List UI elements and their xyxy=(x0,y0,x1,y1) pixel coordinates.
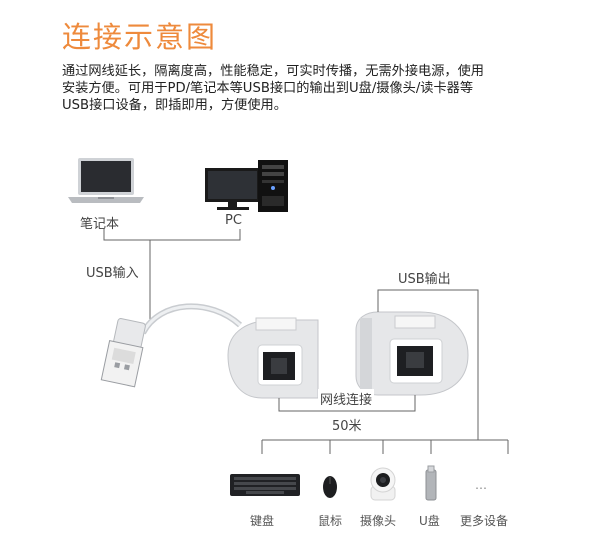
description-line: 安装方便。可用于PD/笔记本等USB接口的输出到U盘/摄像头/读卡器等 xyxy=(62,81,474,96)
distance-label: 50米 xyxy=(332,419,362,434)
transmitter-extender-icon xyxy=(227,317,319,399)
mouse-label: 鼠标 xyxy=(318,514,343,528)
description-line: 通过网线延长，隔离度高，性能稳定，可实时传播，无需外接电源，使用 xyxy=(62,64,484,79)
pc-label: PC xyxy=(225,213,242,228)
cable-bracket-lines xyxy=(278,395,416,412)
keyboard-icon xyxy=(230,474,300,496)
laptop-icon xyxy=(68,158,144,203)
host-connector-lines xyxy=(103,229,241,320)
pc-icon xyxy=(205,160,288,212)
more-devices-label: 更多设备 xyxy=(460,514,509,528)
more-devices-dots: … xyxy=(475,478,487,492)
description-line: USB接口设备，即插即用，方便使用。 xyxy=(62,98,287,113)
laptop-label: 笔记本 xyxy=(80,217,120,232)
usb-out-label: USB输出 xyxy=(398,272,451,287)
udisk-label: U盘 xyxy=(419,514,440,528)
mouse-icon xyxy=(323,476,337,498)
description: 通过网线延长，隔离度高，性能稳定，可实时传播，无需外接电源，使用 安装方便。可用… xyxy=(62,63,562,114)
camera-label: 摄像头 xyxy=(360,514,397,528)
usb-out-bracket-lines xyxy=(261,289,509,454)
usb-in-label: USB输入 xyxy=(86,266,139,281)
page-title: 连接示意图 xyxy=(62,20,218,54)
cable-label: 网线连接 xyxy=(318,389,375,408)
usb-plug-icon xyxy=(100,303,243,388)
udisk-icon xyxy=(425,465,437,501)
receiver-extender-icon xyxy=(355,311,469,396)
camera-icon xyxy=(370,467,396,501)
keyboard-label: 键盘 xyxy=(250,514,275,528)
